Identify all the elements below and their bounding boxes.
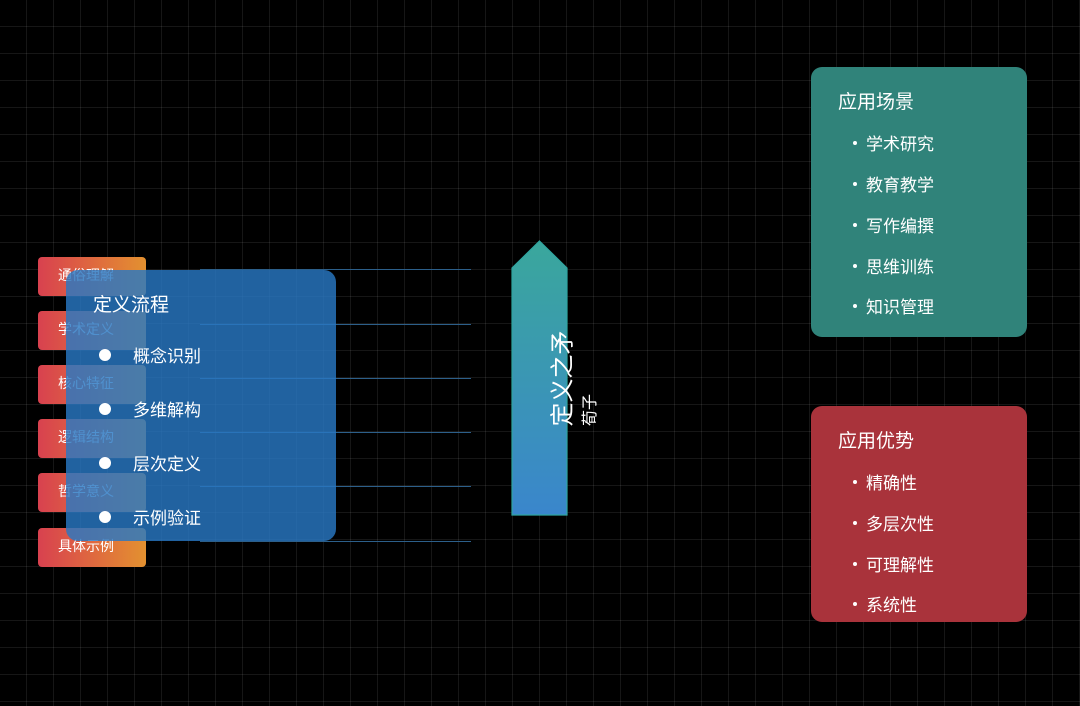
advantage-item: 可理解性 — [853, 551, 934, 576]
scenario-item-label: 教育教学 — [866, 176, 934, 196]
connector-line — [200, 269, 471, 270]
process-step-label: 示例验证 — [133, 509, 201, 529]
bullet-dot-icon — [99, 510, 111, 523]
advantage-item: 系统性 — [853, 591, 917, 616]
bullet-icon — [853, 181, 857, 186]
arrow-label: 定义之矛 — [548, 330, 576, 426]
arrow-label-wrapper: 定义之矛 — [511, 240, 576, 516]
scenario-item: 写作编撰 — [853, 212, 934, 237]
bullet-dot-icon — [99, 348, 111, 361]
advantage-item-label: 精确性 — [866, 474, 917, 494]
bullet-icon — [853, 222, 857, 227]
advantage-item: 多层次性 — [853, 510, 934, 535]
process-step-label: 概念识别 — [133, 347, 201, 367]
advantages-title: 应用优势 — [838, 430, 915, 452]
advantage-item-label: 多层次性 — [866, 515, 934, 535]
bullet-icon — [853, 140, 857, 145]
process-step: 多维解构 — [99, 396, 201, 421]
spear-arrow: 定义之矛 — [511, 240, 576, 516]
advantages-card: 应用优势 精确性 多层次性 可理解性 系统性 — [811, 406, 1027, 622]
bullet-icon — [853, 520, 857, 525]
advantage-item: 精确性 — [853, 469, 917, 494]
scenario-item: 教育教学 — [853, 171, 934, 196]
scenario-item: 学术研究 — [853, 130, 934, 155]
bullet-icon — [853, 561, 857, 566]
advantage-item-label: 系统性 — [866, 596, 917, 616]
connector-line — [200, 541, 471, 542]
advantage-item-label: 可理解性 — [866, 556, 934, 576]
process-step: 层次定义 — [99, 450, 201, 475]
scenario-item-label: 思维训练 — [866, 258, 934, 278]
scenario-item: 思维训练 — [853, 253, 934, 278]
up-arrow-icon — [511, 240, 568, 516]
process-step-label: 层次定义 — [133, 455, 201, 475]
process-step-label: 多维解构 — [133, 401, 201, 421]
process-step: 概念识别 — [99, 342, 201, 367]
bullet-icon — [853, 303, 857, 308]
scenarios-title: 应用场景 — [838, 91, 915, 113]
bullet-icon — [853, 263, 857, 268]
process-title: 定义流程 — [93, 294, 170, 316]
scenario-item: 知识管理 — [853, 293, 934, 318]
scenario-item-label: 学术研究 — [866, 135, 934, 155]
author-label: 荀子 — [580, 393, 600, 427]
scenarios-card: 应用场景 学术研究 教育教学 写作编撰 思维训练 知识管理 — [811, 67, 1027, 337]
author-label-wrapper: 荀子 — [575, 393, 601, 427]
scenario-item-label: 写作编撰 — [866, 217, 934, 237]
process-step: 示例验证 — [99, 504, 201, 529]
scenario-item-label: 知识管理 — [866, 298, 934, 318]
bullet-icon — [853, 479, 857, 484]
bullet-dot-icon — [99, 456, 111, 469]
bullet-dot-icon — [99, 402, 111, 415]
process-panel: 定义流程 概念识别 多维解构 层次定义 示例验证 — [66, 270, 336, 541]
bullet-icon — [853, 601, 857, 606]
